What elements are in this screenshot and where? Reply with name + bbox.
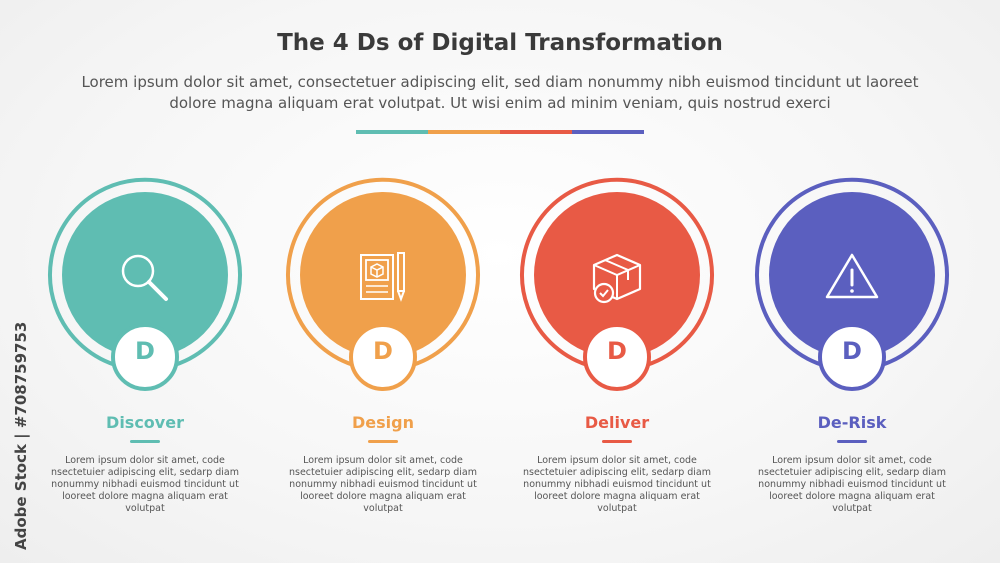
label-underline [602,440,632,443]
step-label: Discover [106,413,184,432]
side-credit: Adobe Stock | #708759753 [12,321,30,550]
step-card-design: D Design Lorem ipsum dolor sit amet, cod… [286,175,480,525]
page-subtitle: Lorem ipsum dolor sit amet, consectetuer… [81,73,919,112]
label-underline [368,440,398,443]
circle-graphic [520,177,714,391]
blueprint-pencil-icon [360,252,405,302]
step-description: Lorem ipsum dolor sit amet, code nsectet… [50,455,240,514]
package-check-icon [592,253,642,304]
title-bar-segment [500,130,572,134]
label-underline [130,440,160,443]
badge-letter: D [135,337,155,365]
step-card-discover: D Discover Lorem ipsum dolor sit amet, c… [48,175,242,525]
step-label: Deliver [584,413,650,432]
circle-graphic [286,177,480,391]
badge-letter: D [842,337,862,365]
title-bar-segment [572,130,644,134]
step-card-deliver: D Deliver Lorem ipsum dolor sit amet, co… [520,175,714,525]
step-description: Lorem ipsum dolor sit amet, code nsectet… [288,455,478,514]
step-label: De-Risk [817,413,887,432]
step-label: Design [352,413,414,432]
page-title: The 4 Ds of Digital Transformation [277,30,723,56]
title-bar-segment [428,130,500,134]
label-underline [837,440,867,443]
title-bar-segment [356,130,428,134]
warning-triangle-icon [825,253,879,299]
title-color-bar [356,130,644,134]
badge-letter: D [607,337,627,365]
step-card-de-risk: D De-Risk Lorem ipsum dolor sit amet, co… [755,175,949,525]
step-description: Lorem ipsum dolor sit amet, code nsectet… [522,455,712,514]
step-description: Lorem ipsum dolor sit amet, code nsectet… [757,455,947,514]
badge-letter: D [373,337,393,365]
circle-graphic [48,177,242,391]
magnifier-icon [121,254,168,301]
